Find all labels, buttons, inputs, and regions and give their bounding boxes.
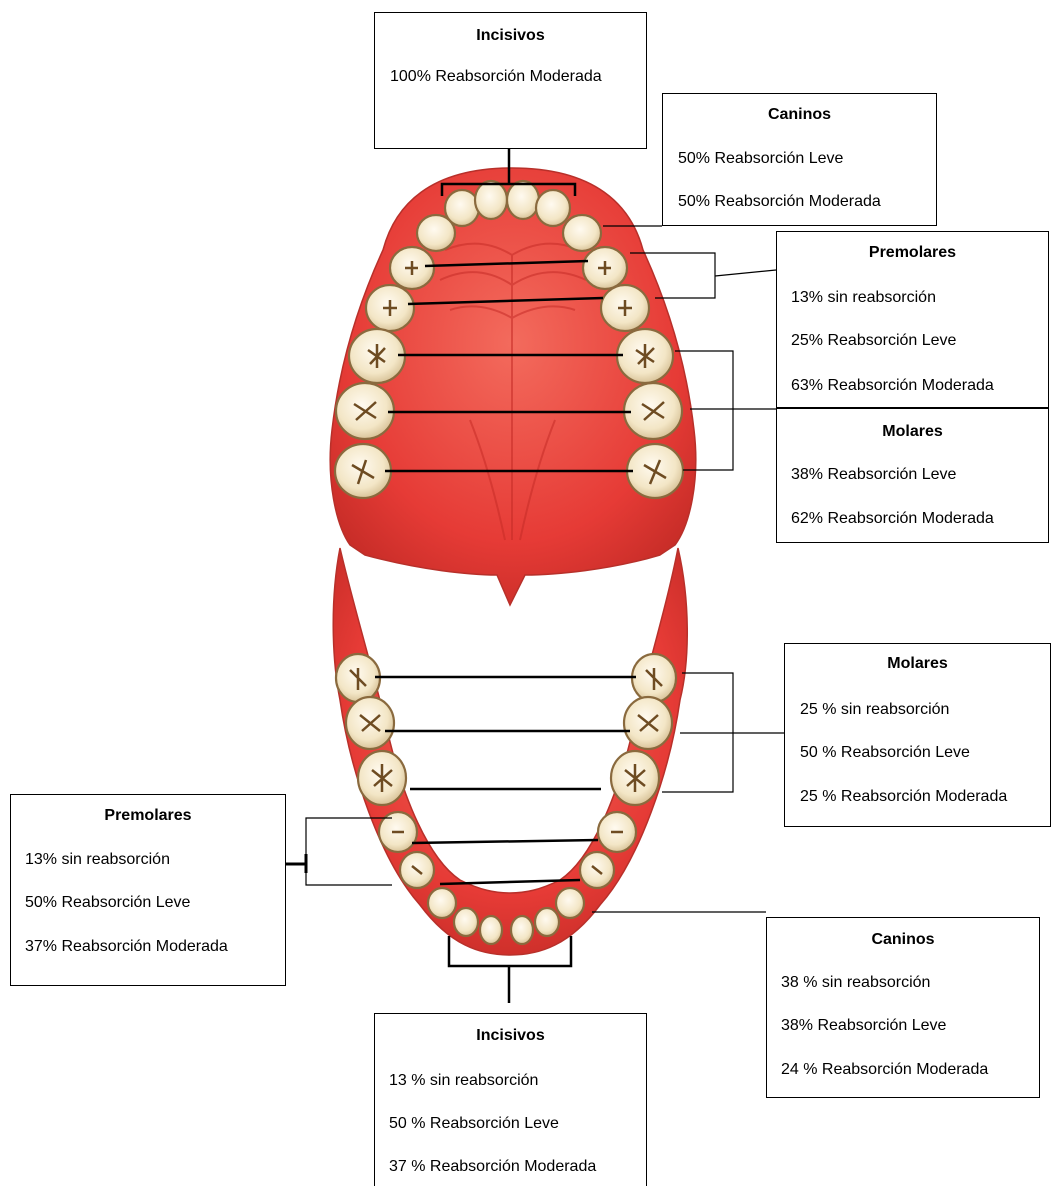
tooth (536, 190, 570, 226)
box-line: 38% Reabsorción Leve (791, 466, 956, 484)
box-title: Molares (777, 423, 1048, 441)
box-line: 50% Reabsorción Leve (678, 150, 843, 168)
box-line: 62% Reabsorción Moderada (791, 510, 994, 528)
tooth (507, 181, 539, 219)
upper-caninos-box: Caninos 50% Reabsorción Leve 50% Reabsor… (662, 93, 937, 226)
box-line: 63% Reabsorción Moderada (791, 377, 994, 395)
box-line: 13% sin reabsorción (25, 851, 170, 869)
box-title: Molares (785, 655, 1050, 673)
box-title: Premolares (11, 807, 285, 825)
box-line: 25 % Reabsorción Moderada (800, 788, 1007, 806)
box-title: Premolares (777, 244, 1048, 262)
tooth (563, 215, 601, 251)
tooth (454, 908, 478, 936)
box-line: 50% Reabsorción Leve (25, 894, 190, 912)
box-title: Caninos (663, 106, 936, 124)
upper-molares-box: Molares 38% Reabsorción Leve 62% Reabsor… (776, 408, 1049, 543)
tooth (480, 916, 502, 944)
lower-incisivos-box: Incisivos 13 % sin reabsorción 50 % Reab… (374, 1013, 647, 1186)
lower-molares-box: Molares 25 % sin reabsorción 50 % Reabso… (784, 643, 1051, 827)
tooth (475, 181, 507, 219)
box-line: 38% Reabsorción Leve (781, 1017, 946, 1035)
lower-premolares-box: Premolares 13% sin reabsorción 50% Reabs… (10, 794, 286, 986)
tooth (428, 888, 456, 918)
box-line: 25% Reabsorción Leve (791, 332, 956, 350)
upper-incisivos-box: Incisivos 100% Reabsorción Moderada (374, 12, 647, 149)
box-line: 24 % Reabsorción Moderada (781, 1061, 988, 1079)
box-title: Caninos (767, 931, 1039, 949)
box-line: 37 % Reabsorción Moderada (389, 1158, 596, 1176)
link-line (412, 840, 598, 843)
box-line: 100% Reabsorción Moderada (390, 68, 602, 86)
tooth (535, 908, 559, 936)
tooth (556, 888, 584, 918)
box-line: 38 % sin reabsorción (781, 974, 930, 992)
box-line: 50% Reabsorción Moderada (678, 193, 881, 211)
box-line: 25 % sin reabsorción (800, 701, 949, 719)
box-line: 37% Reabsorción Moderada (25, 938, 228, 956)
tooth (511, 916, 533, 944)
tooth (417, 215, 455, 251)
box-title: Incisivos (375, 1027, 646, 1045)
lower-caninos-box: Caninos 38 % sin reabsorción 38% Reabsor… (766, 917, 1040, 1098)
box-line: 50 % Reabsorción Leve (389, 1115, 559, 1133)
box-line: 13% sin reabsorción (791, 289, 936, 307)
upper-premolares-box: Premolares 13% sin reabsorción 25% Reabs… (776, 231, 1049, 408)
box-title: Incisivos (375, 27, 646, 45)
box-line: 13 % sin reabsorción (389, 1072, 538, 1090)
box-line: 50 % Reabsorción Leve (800, 744, 970, 762)
